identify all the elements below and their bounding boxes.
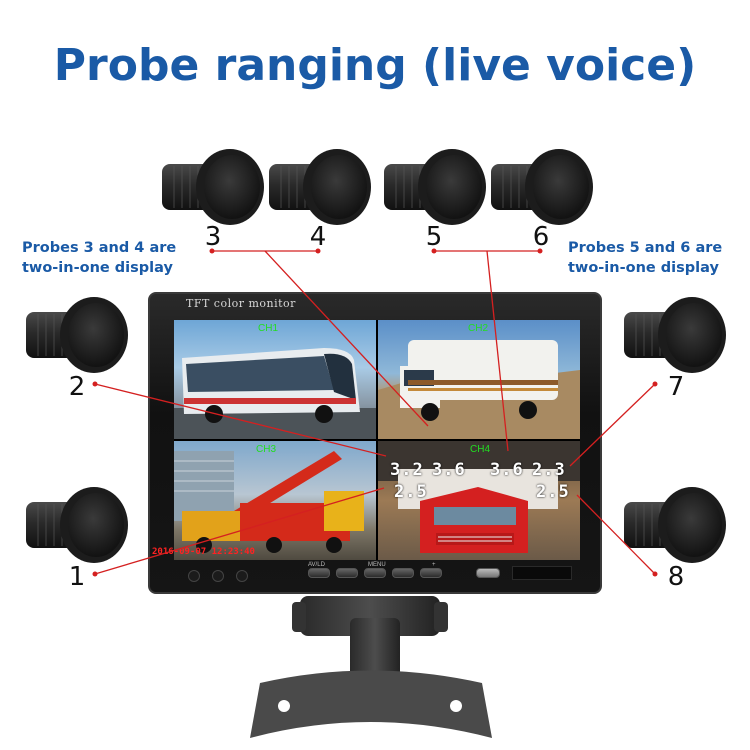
probe-5-sensor	[380, 142, 490, 232]
connector-dot	[92, 381, 98, 387]
probe-number-6: 6	[532, 222, 550, 252]
distance-readout-probe-6: 2.3	[532, 460, 566, 480]
page-title: Probe ranging (live voice)	[53, 40, 697, 91]
note-probes-3-4: Probes 3 and 4 are two-in-one display	[22, 238, 176, 278]
camera-view-ch2: CH2	[378, 320, 580, 439]
probe-number-1: 1	[68, 562, 86, 592]
knob[interactable]	[212, 570, 224, 582]
monitor-stand	[250, 596, 492, 738]
probe-number-2: 2	[68, 372, 86, 402]
camera-view-ch4: CH4	[378, 441, 580, 560]
truck-image	[378, 441, 580, 553]
probe-4-sensor	[265, 142, 375, 232]
connector-dot	[92, 571, 98, 577]
probe-2-sensor	[22, 290, 132, 380]
channel-label-ch2: CH2	[468, 323, 489, 334]
probe-3-sensor	[158, 142, 268, 232]
distance-readout-probe-4: 3.6	[432, 460, 466, 480]
channel-label-ch4: CH4	[470, 444, 491, 455]
timestamp-overlay: 2016-09-07 12:23:40	[152, 547, 255, 557]
probe-number-8: 8	[667, 562, 685, 592]
distance-readout-probe-7: 2.5	[536, 482, 570, 502]
channel-label-ch3: CH3	[256, 444, 277, 455]
distance-readout-probe-2: 2.5	[394, 482, 428, 502]
note-line: two-in-one display	[22, 260, 173, 276]
minus-button[interactable]	[392, 568, 414, 578]
usb-port	[476, 568, 500, 578]
probe-7-sensor	[620, 290, 730, 380]
monitor-screen: CH1 CH2	[174, 320, 580, 560]
camera-view-ch3: CH3	[174, 441, 376, 560]
probe-number-5: 5	[425, 222, 443, 252]
av-button[interactable]	[308, 568, 330, 578]
knob[interactable]	[236, 570, 248, 582]
note-line: Probes 3 and 4 are	[22, 240, 177, 256]
channel-label-ch1: CH1	[258, 323, 279, 334]
probe-6-sensor	[487, 142, 597, 232]
distance-readout-probe-3: 3.2	[390, 460, 424, 480]
note-line: Probes 5 and 6 are	[568, 240, 723, 256]
bus-image	[174, 348, 376, 439]
distance-readout-probe-5: 3.6	[490, 460, 524, 480]
connector-dot	[652, 571, 658, 577]
plus-button[interactable]	[420, 568, 442, 578]
mode-button[interactable]	[336, 568, 358, 578]
probe-8-sensor	[620, 480, 730, 570]
probe-number-7: 7	[667, 372, 685, 402]
connector-dot	[652, 381, 658, 387]
crane-image	[174, 451, 364, 553]
note-probes-5-6: Probes 5 and 6 are two-in-one display	[568, 238, 722, 278]
rv-image	[378, 340, 580, 439]
monitor-brand: TFT color monitor	[186, 297, 296, 310]
camera-view-ch1: CH1	[174, 320, 376, 439]
monitor: TFT color monitor CH1	[148, 292, 602, 594]
probe-number-4: 4	[309, 222, 327, 252]
probe-1-sensor	[22, 480, 132, 570]
button-label: +	[432, 562, 436, 568]
power-knob[interactable]	[188, 570, 200, 582]
menu-button[interactable]	[364, 568, 386, 578]
note-line: two-in-one display	[568, 260, 719, 276]
probe-number-3: 3	[204, 222, 222, 252]
card-slot	[512, 566, 572, 580]
